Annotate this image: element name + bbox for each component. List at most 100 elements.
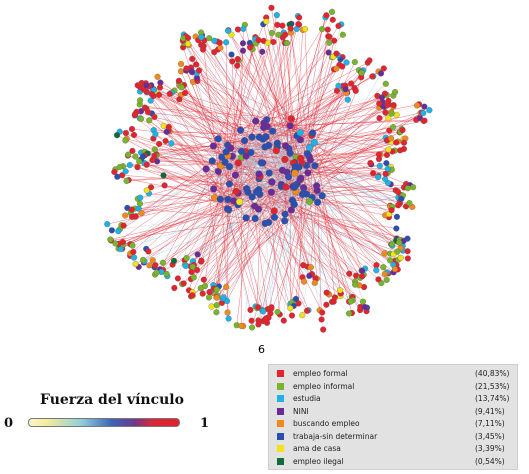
network-node <box>295 300 302 307</box>
network-edge <box>262 187 304 312</box>
network-node <box>301 25 309 33</box>
network-node <box>389 240 396 248</box>
network-edge <box>267 95 394 127</box>
network-edge <box>241 15 278 158</box>
network-node <box>137 194 144 201</box>
network-node <box>223 283 230 290</box>
legend-item: ama de casa (3,39%) <box>269 443 517 454</box>
network-node <box>280 317 287 324</box>
network-node <box>335 22 342 29</box>
network-node <box>397 147 404 154</box>
network-node <box>270 38 277 46</box>
network-node <box>213 286 220 293</box>
network-node <box>333 65 340 72</box>
network-node <box>318 192 326 200</box>
network-node <box>307 264 314 271</box>
network-edge <box>302 202 318 316</box>
network-edge <box>134 168 207 217</box>
network-node <box>134 164 141 171</box>
network-node <box>143 187 150 194</box>
network-node <box>359 267 366 274</box>
network-node <box>329 8 336 15</box>
network-node <box>255 304 262 311</box>
network-node <box>247 148 255 157</box>
network-edge <box>298 194 303 304</box>
network-edge <box>168 126 219 172</box>
network-node <box>161 182 168 189</box>
network-node <box>140 256 147 264</box>
network-edge <box>169 93 229 210</box>
network-node <box>147 97 154 104</box>
network-edge <box>293 163 361 278</box>
network-node <box>216 39 223 46</box>
network-edge <box>317 106 425 191</box>
network-node <box>209 142 217 150</box>
network-edge <box>316 138 406 187</box>
network-node <box>199 290 206 297</box>
network-node <box>320 326 327 333</box>
network-edge <box>191 71 252 153</box>
network-node <box>163 270 170 277</box>
legend-percent: (3,45%) <box>475 431 505 441</box>
network-node <box>132 153 139 160</box>
network-node <box>288 312 296 319</box>
network-node <box>145 108 152 116</box>
network-node <box>213 294 220 301</box>
network-edge <box>220 165 391 261</box>
network-node <box>273 139 281 147</box>
category-legend: empleo formal (40,83%) empleo informal (… <box>268 364 518 470</box>
network-node <box>229 58 236 65</box>
network-node <box>286 149 294 157</box>
network-node <box>306 156 314 164</box>
network-node <box>246 44 254 51</box>
network-node <box>163 128 170 135</box>
network-node <box>231 171 239 179</box>
network-node <box>264 218 273 226</box>
network-edge <box>156 92 273 132</box>
network-node <box>193 61 200 68</box>
network-node <box>114 132 121 139</box>
network-edge <box>120 170 283 247</box>
network-node <box>224 309 231 316</box>
network-node <box>367 159 374 167</box>
network-edge <box>314 142 397 166</box>
network-node <box>116 163 123 171</box>
network-node <box>199 46 207 53</box>
network-graph <box>104 4 433 333</box>
network-node <box>361 303 368 311</box>
network-edge <box>271 7 295 163</box>
network-edge <box>258 208 364 302</box>
network-node <box>178 84 185 91</box>
network-node <box>259 48 266 55</box>
network-node <box>108 227 115 234</box>
network-edge <box>193 183 298 266</box>
network-node <box>391 266 398 273</box>
network-edge <box>254 187 295 207</box>
network-edge <box>266 190 318 323</box>
legend-item: trabaja-sin determinar (3,45%) <box>269 431 517 442</box>
network-node <box>270 207 278 215</box>
network-edge <box>252 165 315 198</box>
legend-percent: (3,39%) <box>475 444 505 453</box>
network-node <box>155 91 163 98</box>
network-node <box>160 172 167 179</box>
link-strength-min: 0 <box>4 416 14 431</box>
network-edge <box>204 40 277 151</box>
network-node <box>282 142 290 150</box>
legend-label: empleo ilegal <box>293 456 344 466</box>
network-node <box>237 147 246 155</box>
network-node <box>393 213 400 220</box>
network-edge <box>151 113 219 140</box>
network-node <box>337 287 344 294</box>
network-node <box>393 111 400 118</box>
network-node <box>112 240 119 247</box>
network-node <box>210 185 218 193</box>
network-node <box>296 14 303 21</box>
network-node <box>222 148 230 156</box>
network-edge <box>264 146 295 173</box>
network-node <box>156 140 163 147</box>
network-node <box>303 150 311 158</box>
network-node <box>376 100 383 107</box>
network-edge <box>319 195 323 311</box>
network-node <box>283 39 290 46</box>
